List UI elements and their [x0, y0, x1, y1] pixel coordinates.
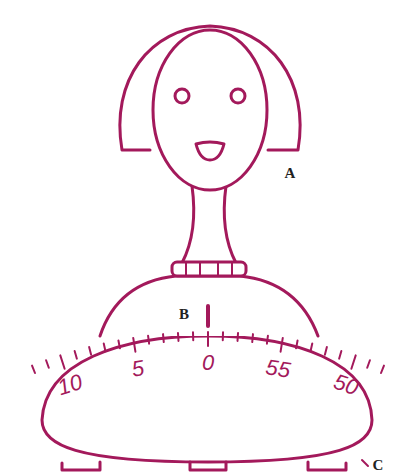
eye	[231, 89, 245, 103]
dial-tick	[281, 338, 283, 352]
dial-tick	[311, 344, 313, 352]
dial-number: 0	[202, 352, 214, 374]
dial-number: 55	[264, 356, 292, 382]
collar-ring	[172, 262, 246, 276]
dial-tick	[148, 336, 149, 344]
dial-tick	[46, 360, 49, 368]
dial-tick	[325, 347, 327, 355]
dial-tick	[367, 360, 370, 368]
dial-tick	[267, 336, 268, 344]
dial-tick	[75, 351, 77, 359]
dial-tick	[133, 338, 135, 352]
part-letter: B	[179, 307, 189, 322]
dial-tick	[381, 366, 384, 373]
part-letter: C	[373, 457, 384, 472]
dial-tick	[32, 366, 35, 373]
dial-tick	[296, 340, 297, 348]
dial-tick	[207, 332, 209, 346]
dial-tick	[104, 344, 106, 352]
feet	[62, 462, 346, 470]
dial-tick	[162, 334, 165, 342]
dial-tick	[192, 332, 194, 340]
dial-tick	[339, 351, 341, 359]
dial-tick	[237, 333, 240, 341]
mouth	[196, 142, 224, 160]
dial-ticks	[32, 332, 384, 373]
dial-tick	[118, 340, 119, 348]
part-letter: A	[285, 166, 296, 181]
dial-tick	[222, 332, 224, 340]
dial-tick	[60, 355, 64, 368]
pointer-mark	[206, 306, 210, 326]
dial-tick	[351, 355, 355, 368]
dial-tick	[89, 347, 91, 355]
upper-dome	[100, 276, 318, 336]
face	[153, 30, 267, 190]
neck	[182, 186, 236, 263]
dial-base	[42, 336, 372, 462]
dial-tick	[251, 334, 254, 342]
leader-line	[362, 460, 368, 466]
ring-knurl	[186, 263, 232, 275]
dial-tick	[177, 333, 180, 341]
eye	[175, 89, 189, 103]
